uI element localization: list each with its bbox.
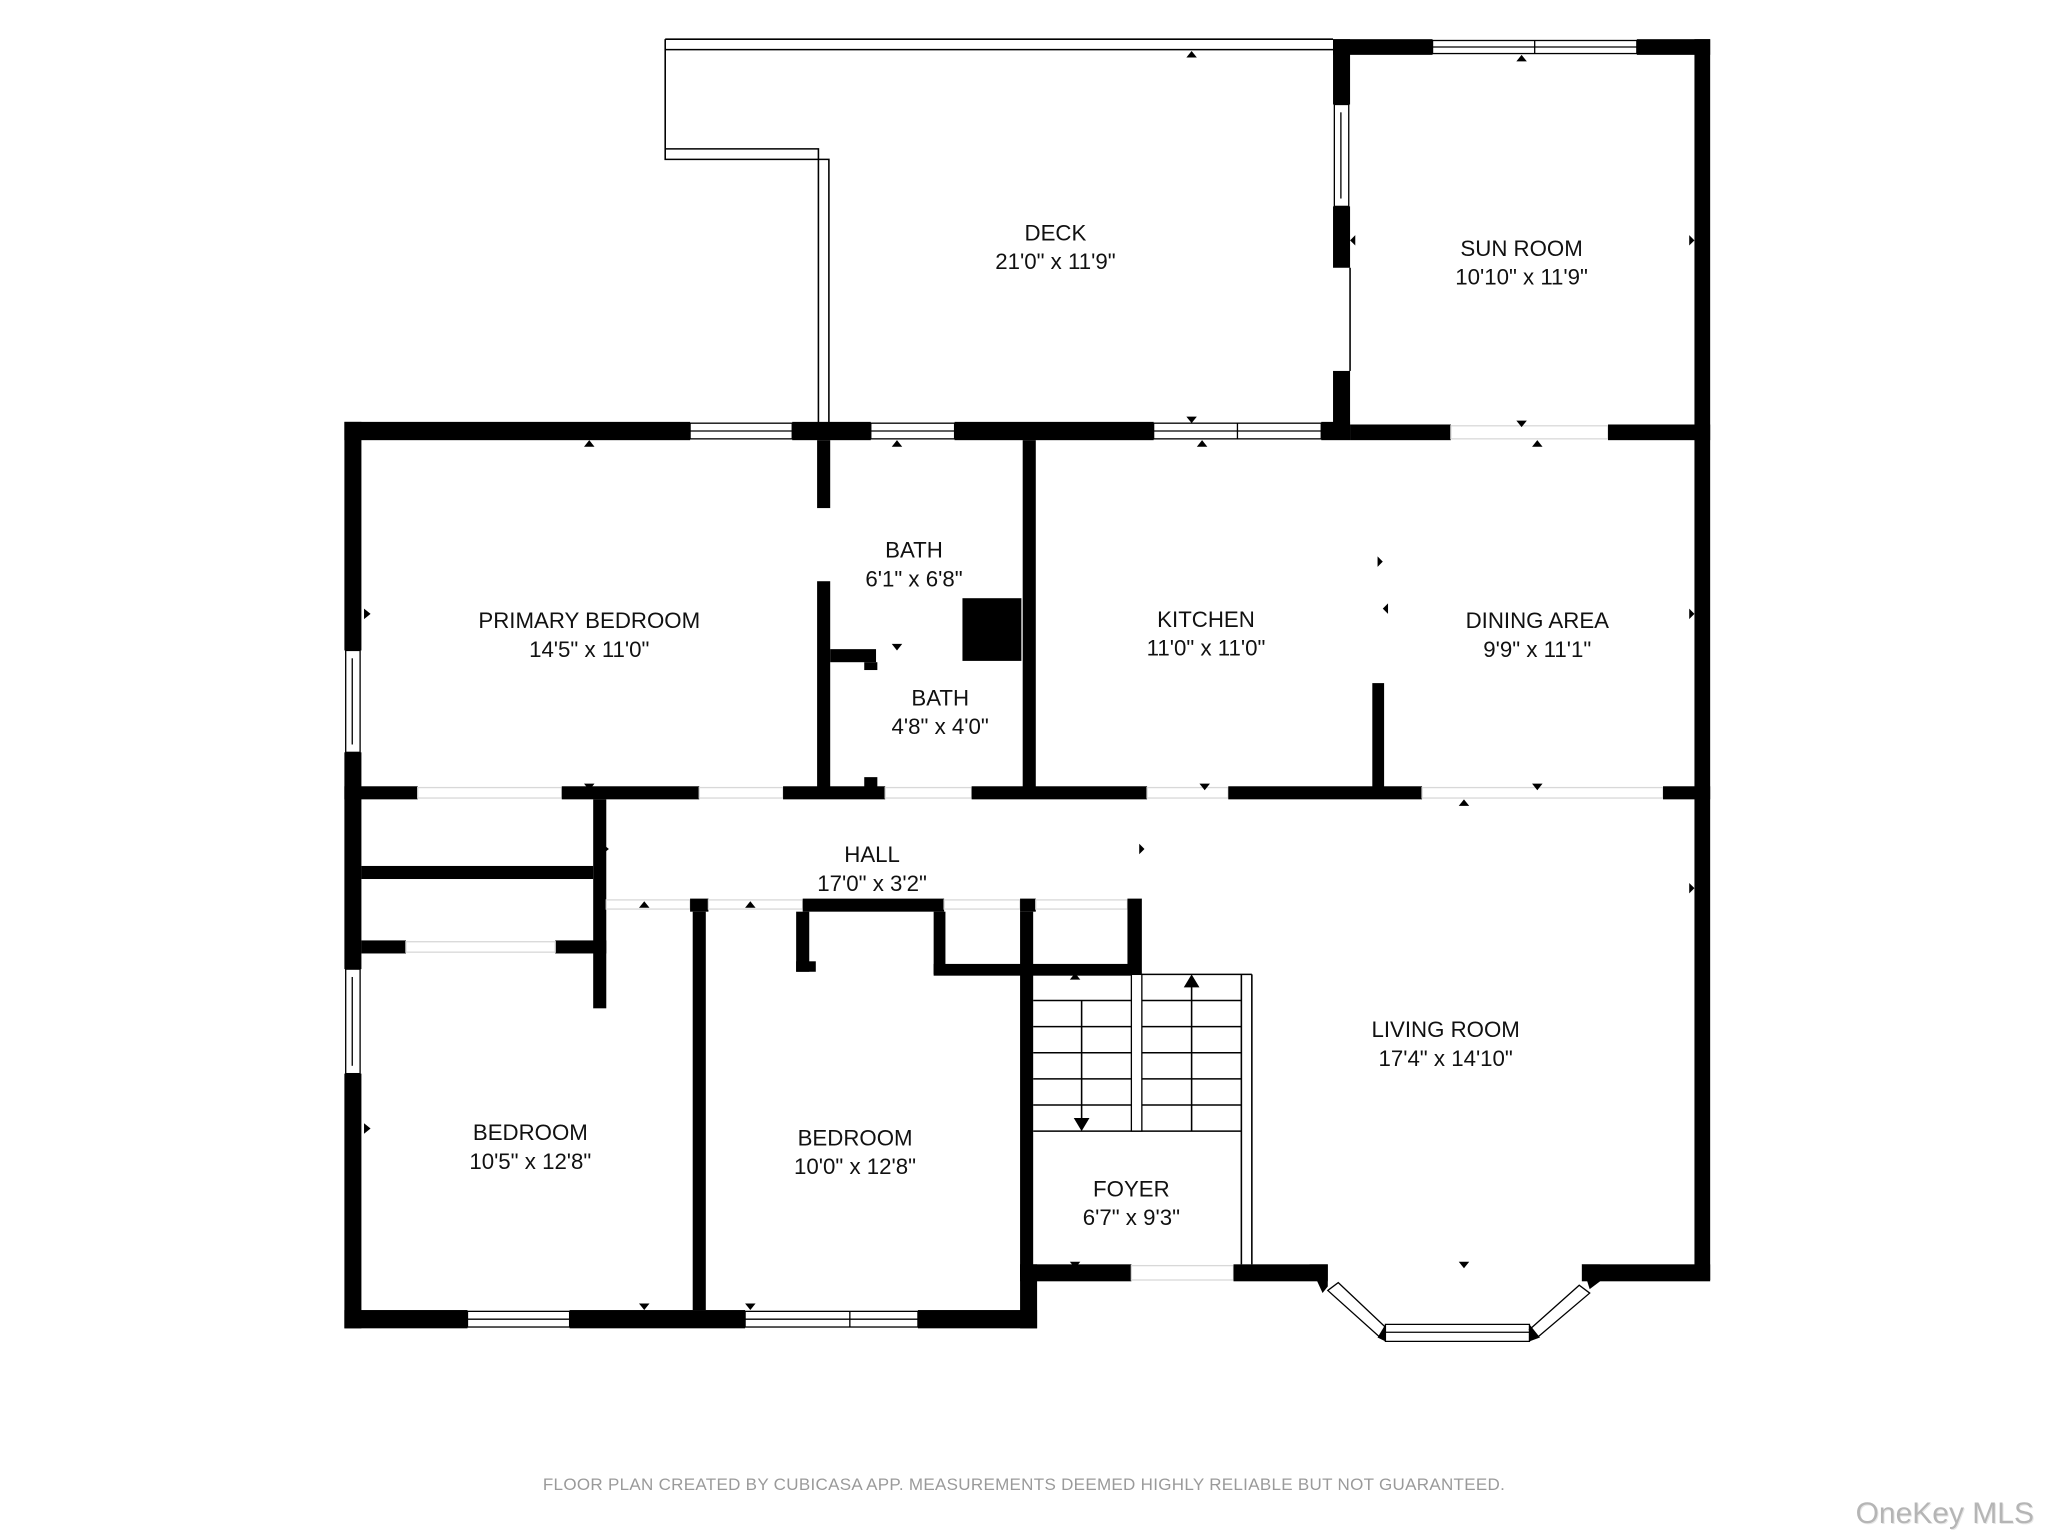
svg-text:BATH: BATH [911,685,969,710]
dimension-markers [364,50,1695,1311]
svg-text:HALL: HALL [844,842,900,867]
stairs-down-arrow-icon [1073,1118,1090,1132]
room-label-kitchen: KITCHEN 11'0" x 11'0" [1147,607,1266,661]
svg-text:BEDROOM: BEDROOM [798,1125,913,1150]
svg-text:10'0" x 12'8": 10'0" x 12'8" [794,1154,916,1179]
top-wall [344,421,1351,441]
svg-text:21'0" x 11'9": 21'0" x 11'9" [995,249,1115,274]
svg-text:11'0" x 11'0": 11'0" x 11'0" [1147,636,1266,661]
closet-walls [361,799,1142,1311]
svg-text:4'8" x 4'0": 4'8" x 4'0" [892,714,989,739]
room-label-primary-bedroom: PRIMARY BEDROOM 14'5" x 11'0" [478,608,700,662]
room-label-foyer: FOYER 6'7" x 9'3" [1083,1176,1180,1230]
svg-text:BEDROOM: BEDROOM [473,1120,588,1145]
stairs [1033,973,1253,1265]
svg-text:10'10" x 11'9": 10'10" x 11'9" [1455,265,1588,290]
room-label-hall: HALL 17'0" x 3'2" [817,842,927,896]
svg-text:6'1" x 6'8": 6'1" x 6'8" [865,566,962,591]
svg-text:DECK: DECK [1025,220,1087,245]
interior-walls [344,440,1711,800]
svg-text:PRIMARY BEDROOM: PRIMARY BEDROOM [478,608,700,633]
room-label-sun-room: SUN ROOM 10'10" x 11'9" [1455,236,1588,290]
svg-text:KITCHEN: KITCHEN [1157,607,1255,632]
svg-text:FOYER: FOYER [1093,1176,1170,1201]
left-wall [344,421,362,1329]
svg-text:BATH: BATH [885,538,943,563]
svg-text:LIVING ROOM: LIVING ROOM [1371,1017,1519,1042]
svg-text:17'0" x 3'2": 17'0" x 3'2" [817,871,927,896]
svg-text:9'9" x 11'1": 9'9" x 11'1" [1483,637,1591,662]
room-label-deck: DECK 21'0" x 11'9" [995,220,1115,274]
svg-text:DINING AREA: DINING AREA [1466,608,1610,633]
sun-room-walls [1333,39,1711,1280]
bottom-wall [344,1264,1711,1343]
svg-text:10'5" x 12'8": 10'5" x 12'8" [469,1149,591,1174]
deck-railing [664,38,1351,425]
svg-text:14'5" x 11'0": 14'5" x 11'0" [529,637,649,662]
room-label-bedroom-1: BEDROOM 10'5" x 12'8" [469,1120,591,1174]
disclaimer-text: FLOOR PLAN CREATED BY CUBICASA APP. MEAS… [542,1475,1506,1494]
svg-text:SUN ROOM: SUN ROOM [1460,236,1582,261]
svg-text:6'7" x 9'3": 6'7" x 9'3" [1083,1205,1180,1230]
room-label-bath-1: BATH 6'1" x 6'8" [865,538,962,592]
stairs-up-arrow-icon [1183,974,1200,988]
onekey-mls-watermark: OneKey MLS [1855,1497,2034,1530]
room-label-living-room: LIVING ROOM 17'4" x 14'10" [1371,1017,1519,1071]
svg-text:17'4" x 14'10": 17'4" x 14'10" [1378,1046,1512,1071]
room-label-dining-area: DINING AREA 9'9" x 11'1" [1466,608,1610,662]
room-label-bath-2: BATH 4'8" x 4'0" [892,685,989,739]
room-label-bedroom-2: BEDROOM 10'0" x 12'8" [794,1125,916,1179]
